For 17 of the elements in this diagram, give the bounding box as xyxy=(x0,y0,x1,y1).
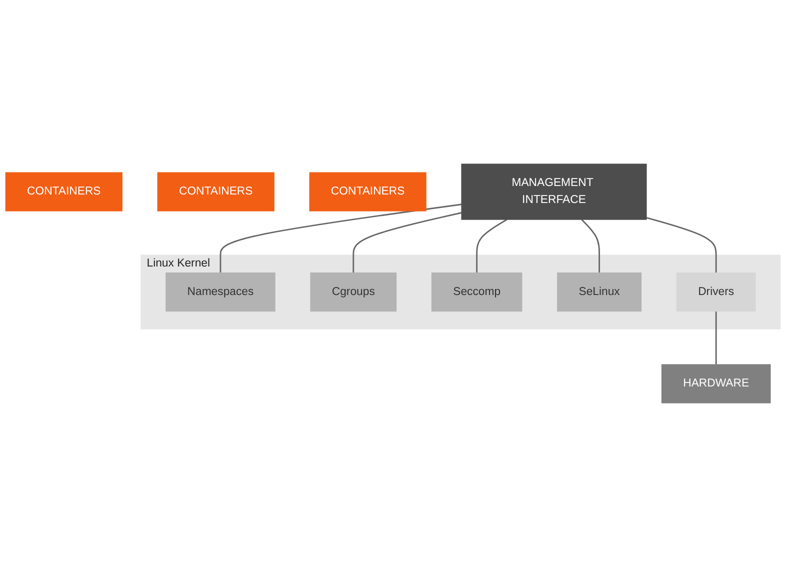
connector xyxy=(476,218,508,273)
connector xyxy=(220,204,462,273)
connector xyxy=(715,311,717,365)
cluster xyxy=(140,254,781,330)
node-box xyxy=(5,172,122,212)
connector xyxy=(352,212,462,273)
connector xyxy=(581,219,600,273)
connector xyxy=(646,217,717,273)
node-box xyxy=(157,172,274,212)
node-box xyxy=(310,272,397,312)
node-box xyxy=(676,272,756,312)
node-box xyxy=(557,272,642,312)
node-box xyxy=(309,172,426,212)
node-box xyxy=(431,272,522,312)
node-box xyxy=(661,364,771,404)
node-box xyxy=(461,164,647,220)
node-box xyxy=(166,272,276,312)
